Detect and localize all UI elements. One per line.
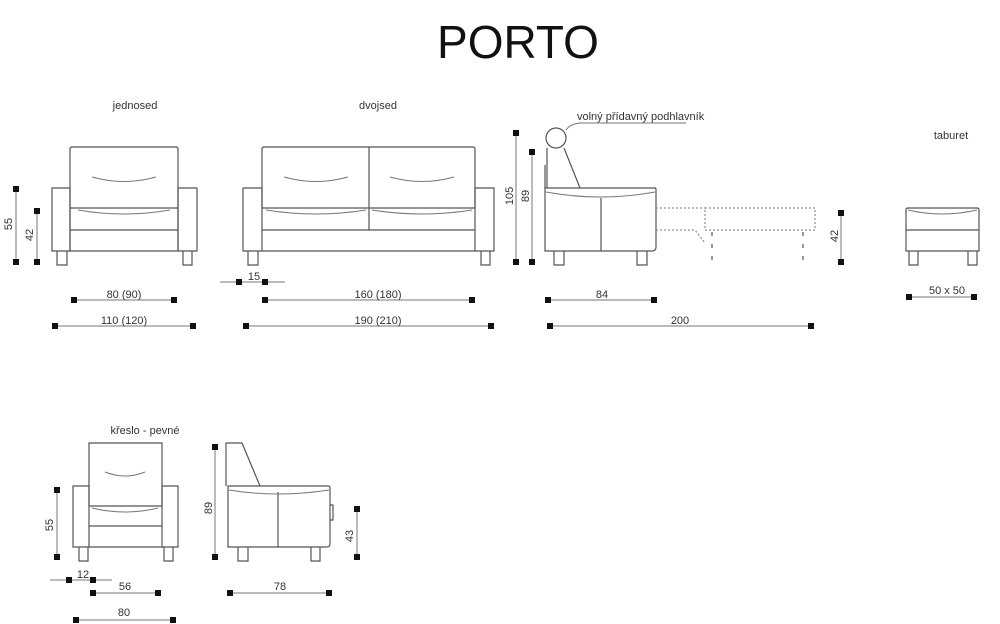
dim-80-90: 80 (90) (107, 289, 142, 301)
dim-190-210: 190 (210) (354, 315, 401, 327)
dim-110-120: 110 (120) (101, 315, 147, 327)
dim-55: 55 (3, 218, 15, 230)
dim-160-180: 160 (180) (354, 289, 401, 301)
jednosed-label: jednosed (112, 100, 158, 112)
dim-50x50: 50 x 50 (929, 285, 965, 297)
dim-42: 42 (24, 229, 36, 241)
dvojsed-front-view: dvojsed 15 160 (180) 190 (210) (220, 100, 495, 329)
dim-56: 56 (119, 581, 131, 593)
dim-89: 89 (520, 190, 532, 202)
dim-15: 15 (248, 271, 260, 283)
dim-200: 200 (671, 315, 689, 327)
dim-89-kreslo: 89 (203, 502, 215, 514)
dim-42-side: 42 (829, 230, 841, 242)
dim-78: 78 (274, 581, 286, 593)
dim-105: 105 (504, 187, 516, 205)
headrest-label: volný přídavný podhlavník (577, 111, 705, 123)
kreslo-front-view: křeslo - pevné 55 12 56 80 (44, 425, 180, 623)
dim-43: 43 (344, 530, 356, 542)
taburet-label: taburet (934, 130, 968, 142)
dvojsed-label: dvojsed (359, 100, 397, 112)
taburet-view: taburet 50 x 50 (905, 130, 980, 300)
dim-55-kreslo: 55 (44, 519, 56, 531)
kreslo-side-view: 89 43 78 (203, 442, 360, 596)
jednosed-front-view: jednosed 55 42 80 (90) 110 (120) (3, 100, 198, 329)
kreslo-label: křeslo - pevné (110, 425, 179, 437)
title: PORTO (437, 16, 599, 68)
side-view-with-headrest: volný přídavný podhlavník 105 89 42 84 2… (504, 111, 844, 329)
dim-84: 84 (596, 289, 608, 301)
dim-80: 80 (118, 607, 130, 619)
dim-12: 12 (77, 569, 89, 581)
